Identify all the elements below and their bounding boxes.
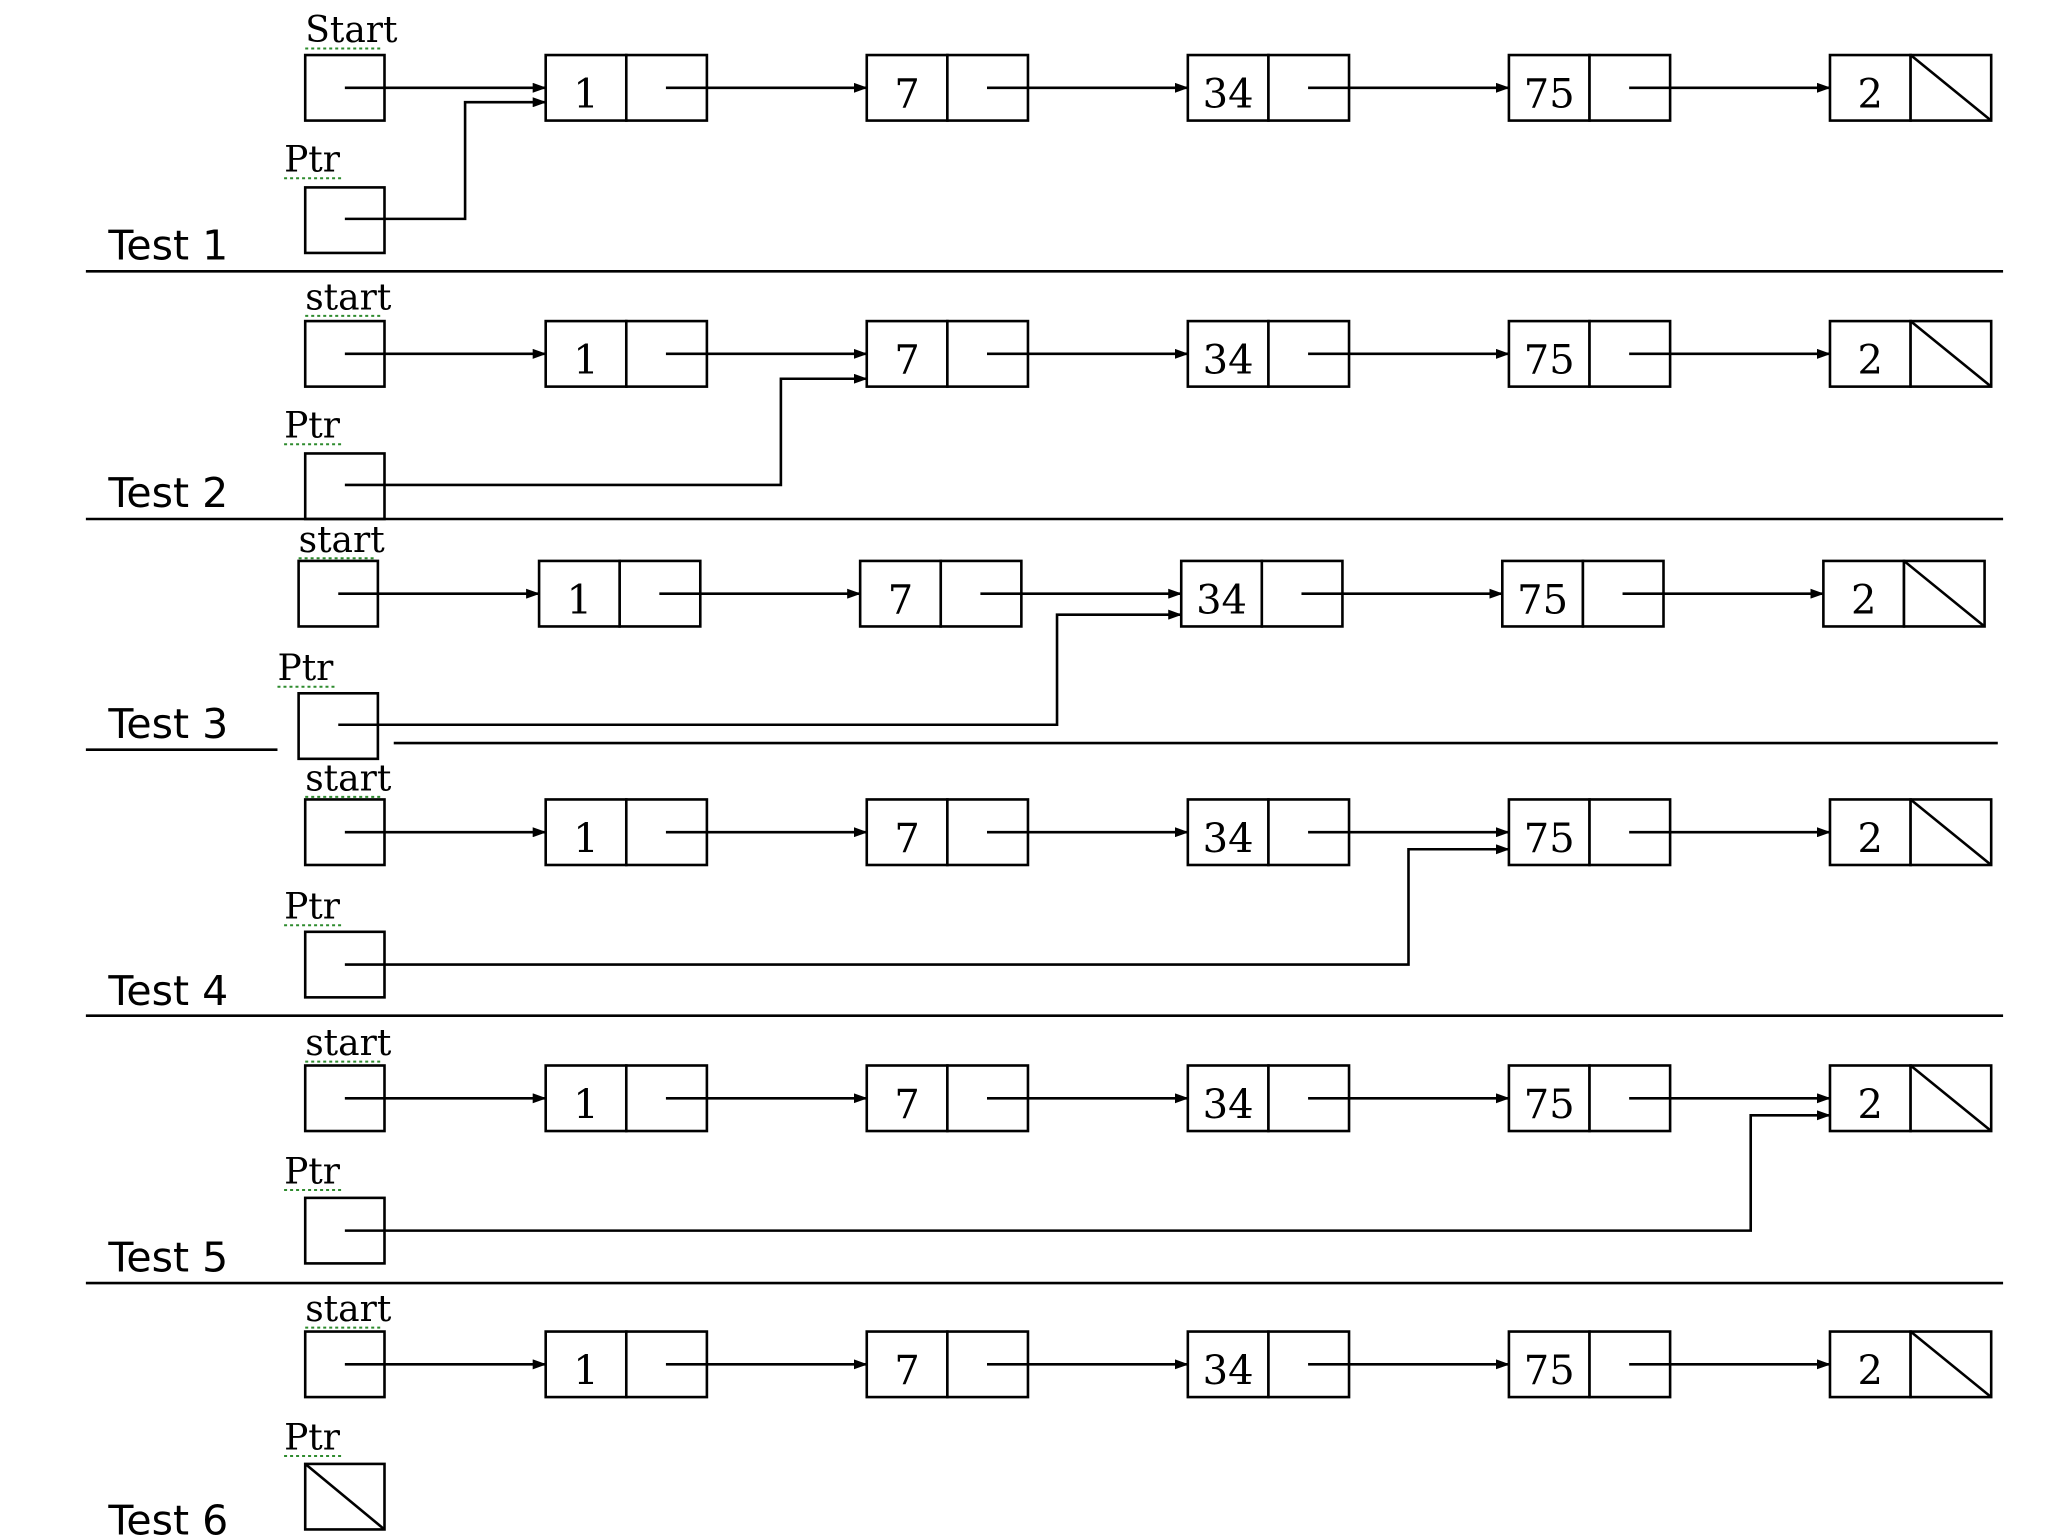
ptr-label: Ptr bbox=[284, 1418, 341, 1459]
node-data-cell bbox=[544, 798, 628, 867]
start-label: start bbox=[305, 1289, 392, 1330]
node-data-cell bbox=[1828, 319, 1912, 388]
node-value: 34 bbox=[1203, 338, 1254, 384]
node-data-cell bbox=[865, 798, 949, 867]
start-label: start bbox=[299, 520, 386, 561]
test-label: Test 4 bbox=[107, 967, 228, 1015]
null-slash bbox=[1903, 559, 1986, 628]
node-value: 7 bbox=[894, 1348, 919, 1394]
node-data-cell bbox=[1828, 1064, 1912, 1133]
ptr-arrow bbox=[344, 373, 868, 487]
node-value: 2 bbox=[1858, 816, 1883, 862]
node-data-cell bbox=[1186, 319, 1270, 388]
node-value: 75 bbox=[1524, 71, 1575, 117]
start-label: Start bbox=[305, 10, 398, 51]
node-data-cell bbox=[1501, 559, 1585, 628]
node-data-cell bbox=[865, 53, 949, 122]
node-value: 34 bbox=[1203, 816, 1254, 862]
node-value: 7 bbox=[894, 1082, 919, 1128]
node-data-cell bbox=[544, 1064, 628, 1133]
test-label: Test 2 bbox=[107, 469, 228, 517]
ptr-label: Ptr bbox=[284, 887, 341, 928]
node-data-cell bbox=[544, 319, 628, 388]
node-value: 1 bbox=[573, 1082, 598, 1128]
start-label: start bbox=[305, 758, 392, 799]
test-label: Test 3 bbox=[107, 700, 228, 748]
node-value: 1 bbox=[573, 338, 598, 384]
node-value: 2 bbox=[1851, 577, 1876, 623]
node-value: 75 bbox=[1524, 1348, 1575, 1394]
node-data-cell bbox=[1828, 53, 1912, 122]
node-value: 34 bbox=[1203, 1348, 1254, 1394]
node-data-cell bbox=[1507, 1064, 1591, 1133]
test-label: Test 5 bbox=[107, 1233, 228, 1281]
node-value: 34 bbox=[1203, 1082, 1254, 1128]
ptr-label: Ptr bbox=[284, 406, 341, 447]
node-data-cell bbox=[1828, 1330, 1912, 1399]
test-label: Test 1 bbox=[107, 221, 228, 269]
node-data-cell bbox=[1179, 559, 1264, 628]
node-value: 1 bbox=[567, 577, 592, 623]
node-data-cell bbox=[544, 53, 628, 122]
node-value: 75 bbox=[1524, 816, 1575, 862]
node-value: 75 bbox=[1524, 1082, 1575, 1128]
node-data-cell bbox=[1186, 798, 1270, 867]
ptr-box bbox=[297, 691, 380, 761]
test-label: Test 6 bbox=[107, 1497, 228, 1536]
node-data-cell bbox=[865, 1064, 949, 1133]
ptr-box bbox=[303, 452, 386, 521]
node-value: 34 bbox=[1196, 577, 1247, 623]
ptr-box bbox=[303, 186, 386, 255]
node-value: 7 bbox=[888, 577, 913, 623]
node-value: 75 bbox=[1524, 338, 1575, 384]
node-value: 2 bbox=[1858, 71, 1883, 117]
node-data-cell bbox=[1822, 559, 1906, 628]
start-label: start bbox=[305, 1023, 392, 1064]
ptr-arrow bbox=[344, 1110, 1831, 1232]
start-label: start bbox=[305, 277, 392, 318]
ptr-label: Ptr bbox=[277, 648, 334, 689]
node-value: 1 bbox=[573, 71, 598, 117]
node-data-cell bbox=[865, 319, 949, 388]
node-value: 7 bbox=[894, 71, 919, 117]
ptr-label: Ptr bbox=[284, 1151, 341, 1192]
null-slash bbox=[1909, 1064, 1993, 1133]
ptr-label: Ptr bbox=[284, 140, 341, 181]
node-value: 1 bbox=[573, 816, 598, 862]
node-value: 34 bbox=[1203, 71, 1254, 117]
node-value: 75 bbox=[1517, 577, 1568, 623]
node-value: 2 bbox=[1858, 1082, 1883, 1128]
node-data-cell bbox=[537, 559, 621, 628]
ptr-arrow bbox=[344, 844, 1510, 966]
ptr-arrow bbox=[338, 609, 1183, 727]
null-slash bbox=[1909, 1330, 1993, 1399]
node-data-cell bbox=[1507, 53, 1591, 122]
node-data-cell bbox=[1828, 798, 1912, 867]
node-data-cell bbox=[1507, 319, 1591, 388]
node-value: 2 bbox=[1858, 1348, 1883, 1394]
node-value: 1 bbox=[573, 1348, 598, 1394]
null-slash bbox=[1909, 320, 1993, 388]
node-data-cell bbox=[1186, 1064, 1270, 1133]
node-data-cell bbox=[1507, 1330, 1591, 1399]
ptr-null-slash bbox=[304, 1462, 386, 1531]
node-value: 7 bbox=[894, 816, 919, 862]
node-value: 7 bbox=[894, 338, 919, 384]
node-value: 2 bbox=[1858, 338, 1883, 384]
node-data-cell bbox=[1186, 1330, 1270, 1399]
ptr-arrow bbox=[344, 97, 547, 221]
null-slash bbox=[1909, 54, 1993, 122]
null-slash bbox=[1909, 798, 1993, 866]
node-data-cell bbox=[1507, 798, 1591, 867]
